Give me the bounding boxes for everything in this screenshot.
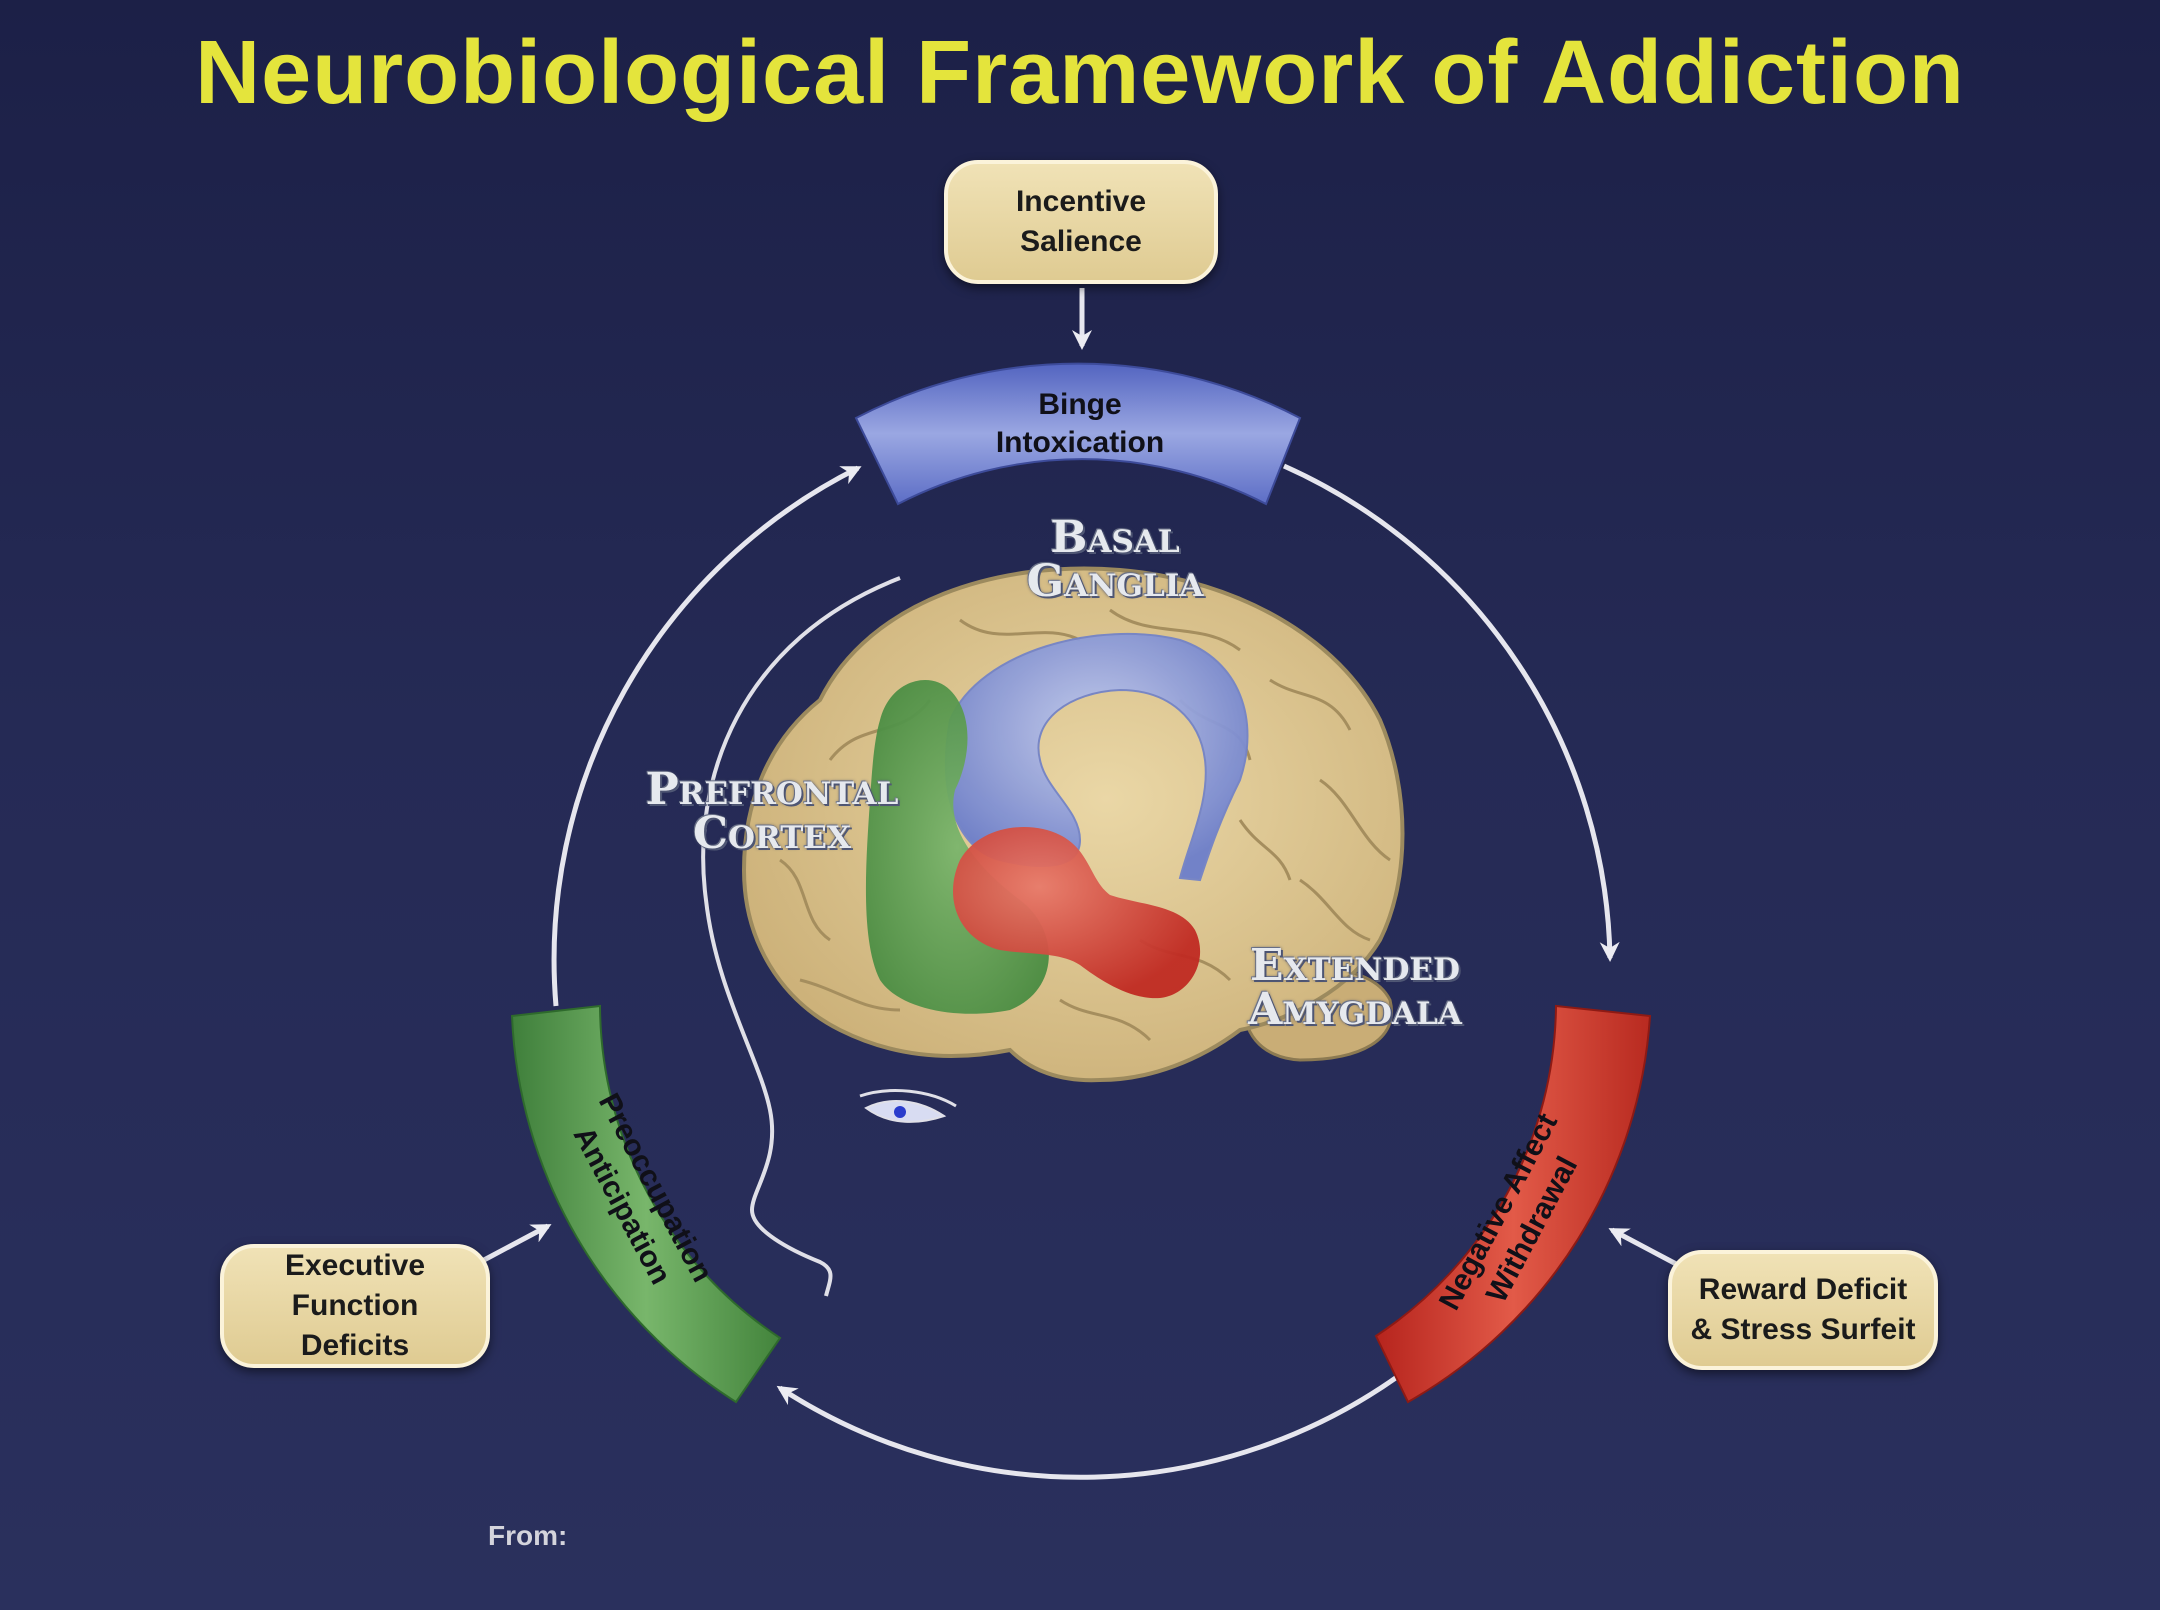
extended-amygdala-region xyxy=(953,827,1201,999)
head-outline xyxy=(701,576,901,1297)
binge-intoxication-band: Binge Intoxication xyxy=(854,362,1302,506)
slide-title: Neurobiological Framework of Addiction xyxy=(195,23,1965,123)
reward-deficit-stress-surfeit-box: Reward Deficit & Stress Surfeit xyxy=(1668,1250,1938,1370)
preoccupation-anticipation-band: Preoccupation Anticipation xyxy=(510,1004,782,1404)
intoxication-label: Intoxication xyxy=(996,426,1164,459)
binge-label: Binge xyxy=(1038,388,1121,421)
incentive-salience-box: Incentive Salience xyxy=(944,160,1218,284)
source-label: From: xyxy=(488,1520,568,1551)
cycle-arrows xyxy=(551,463,1620,1480)
arrow-executive-to-preoccupation xyxy=(482,1223,552,1263)
arrow-reward-to-negative xyxy=(1608,1227,1682,1269)
executive-function-deficits-box: Executive Function Deficits xyxy=(220,1244,490,1368)
brain-illustration xyxy=(741,566,1405,1123)
negative-affect-withdrawal-band: Negative Affect Withdrawal xyxy=(1374,1004,1652,1404)
arrow-binge-to-negative xyxy=(1282,463,1620,962)
basal-ganglia-label: Basal Ganglia xyxy=(1026,512,1204,607)
eye-icon xyxy=(859,1089,957,1123)
arrow-preoccupation-to-binge xyxy=(551,465,862,1007)
extended-amygdala-label: Extended Amygdala xyxy=(1248,940,1462,1035)
arrow-negative-to-preoccupation xyxy=(776,1369,1406,1480)
prefrontal-cortex-label: Prefrontal Cortex xyxy=(645,764,899,859)
